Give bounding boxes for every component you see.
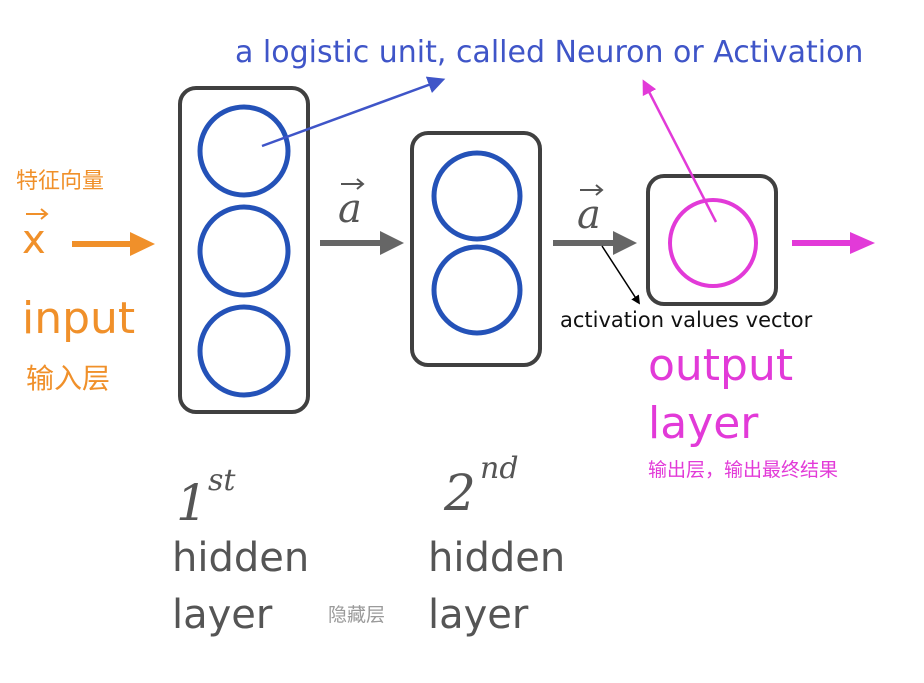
hidden-2-label-line1: hidden	[428, 535, 565, 581]
input-arrow	[72, 232, 155, 256]
output-layer-zh: 输出层，输出最终结果	[648, 459, 838, 481]
hidden-1-neuron	[197, 204, 291, 298]
output-arrow	[792, 232, 875, 254]
neuron-callout-pointer-magenta	[642, 79, 718, 223]
output-layer-box	[646, 174, 778, 306]
activation-vector-note: activation values vector	[560, 308, 813, 332]
input-label: input	[22, 293, 135, 344]
output-label-line1: output	[648, 340, 793, 391]
hidden-1-ordinal-suffix: st	[208, 463, 236, 498]
hidden-layer-2-ordinal: 2 nd	[443, 451, 519, 522]
hidden-1-label-line2: layer	[172, 592, 273, 638]
a-vector-symbol-2: a	[577, 184, 604, 238]
hidden-1-label-line1: hidden	[172, 535, 309, 581]
arrow-hidden2-to-output	[553, 231, 637, 255]
hidden-1-neuron	[197, 104, 291, 198]
hidden-layer-1-box	[178, 86, 310, 414]
input-x-symbol: x	[22, 217, 46, 263]
neuron-callout-pointer-blue	[261, 76, 446, 148]
input-x-vector-symbol: x	[22, 208, 49, 263]
output-label-line2: layer	[648, 398, 759, 449]
hidden-layer-2-box	[410, 131, 542, 367]
hidden-layer-zh: 隐藏层	[328, 604, 385, 626]
input-feature-vector-zh: 特征向量	[16, 169, 104, 194]
hidden-2-ordinal-number: 2	[443, 464, 476, 522]
hidden-2-ordinal-suffix: nd	[480, 451, 519, 486]
hidden-2-label-line2: layer	[428, 592, 529, 638]
hidden-layer-1-ordinal: 1 st	[176, 463, 236, 532]
output-neuron	[668, 198, 758, 288]
hidden-1-neuron	[197, 304, 291, 398]
hidden-1-ordinal-number: 1	[176, 474, 208, 532]
hidden-2-neuron	[431, 244, 523, 336]
a-symbol-1: a	[338, 186, 362, 232]
activation-vector-pointer	[601, 245, 640, 305]
a-vector-symbol-1: a	[338, 178, 365, 232]
neuron-callout-text: a logistic unit, called Neuron or Activa…	[235, 35, 863, 70]
hidden-2-neuron	[431, 150, 523, 242]
a-symbol-2: a	[577, 192, 601, 238]
arrow-hidden1-to-hidden2	[320, 231, 404, 255]
input-layer-zh: 输入层	[26, 362, 110, 395]
